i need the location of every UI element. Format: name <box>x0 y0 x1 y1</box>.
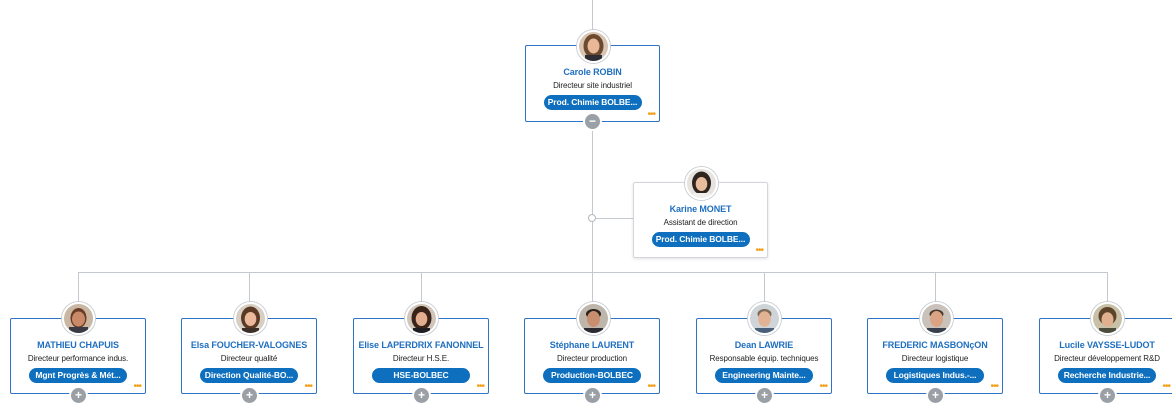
person-title: Directeur site industriel <box>553 81 632 90</box>
more-options-icon[interactable]: ••• <box>647 109 655 120</box>
person-name[interactable]: Carole ROBIN <box>563 67 622 77</box>
person-name[interactable]: Elise LAPERDRIX FANONNEL <box>358 340 484 350</box>
expand-button[interactable]: + <box>928 388 943 403</box>
more-options-icon[interactable]: ••• <box>755 245 763 256</box>
expand-button[interactable]: + <box>414 388 429 403</box>
person-name[interactable]: Dean LAWRIE <box>734 340 794 350</box>
assistant-junction <box>588 214 596 222</box>
person-title: Directeur H.S.E. <box>392 354 450 363</box>
department-badge[interactable]: Production-BOLBEC <box>543 368 641 383</box>
more-options-icon[interactable]: ••• <box>476 381 484 392</box>
department-badge[interactable]: Mgnt Progrès & Mét... <box>29 368 127 383</box>
person-name[interactable]: MATHIEU CHAPUIS <box>37 340 119 350</box>
department-badge[interactable]: Logistiques Indus.-... <box>886 368 984 383</box>
person-title: Assistant de direction <box>663 218 738 227</box>
more-options-icon[interactable]: ••• <box>304 381 312 392</box>
connector-top <box>592 0 593 46</box>
department-badge[interactable]: Prod. Chimie BOLBE... <box>543 95 642 110</box>
more-options-icon[interactable]: ••• <box>990 381 998 392</box>
avatar <box>577 30 610 63</box>
connector-drop <box>249 272 250 318</box>
department-badge[interactable]: Direction Qualité-BO... <box>200 368 298 383</box>
person-name[interactable]: Karine MONET <box>669 204 732 214</box>
person-title: Directeur développement R&D <box>1054 354 1160 363</box>
avatar <box>685 167 718 200</box>
connector-drop <box>1107 272 1108 318</box>
person-name[interactable]: FREDERIC MASBONçON <box>882 340 988 350</box>
person-title: Responsable équip. techniques <box>709 354 819 363</box>
connector-drop <box>935 272 936 318</box>
connector-root-down <box>592 129 593 272</box>
person-title: Directeur performance indus. <box>27 354 129 363</box>
connector-drop <box>764 272 765 318</box>
avatar <box>748 302 781 335</box>
avatar <box>920 302 953 335</box>
expand-button[interactable]: + <box>71 388 86 403</box>
avatar <box>405 302 438 335</box>
expand-button[interactable]: + <box>757 388 772 403</box>
more-options-icon[interactable]: ••• <box>819 381 827 392</box>
avatar <box>577 302 610 335</box>
department-badge[interactable]: Engineering Mainte... <box>715 368 813 383</box>
expand-button[interactable]: + <box>585 388 600 403</box>
department-badge[interactable]: Prod. Chimie BOLBE... <box>651 232 750 247</box>
person-name[interactable]: Elsa FOUCHER-VALOGNES <box>190 340 308 350</box>
department-badge[interactable]: HSE-BOLBEC <box>372 368 470 383</box>
connector-drop <box>78 272 79 318</box>
avatar <box>234 302 267 335</box>
avatar <box>1091 302 1124 335</box>
department-badge[interactable]: Recherche Industrie... <box>1058 368 1156 383</box>
connector-drop <box>421 272 422 318</box>
person-name[interactable]: Lucile VAYSSE-LUDOT <box>1059 340 1155 350</box>
more-options-icon[interactable]: ••• <box>1162 381 1170 392</box>
collapse-button[interactable]: − <box>585 114 600 129</box>
person-title: Directeur qualité <box>220 354 278 363</box>
person-title: Directeur production <box>556 354 628 363</box>
more-options-icon[interactable]: ••• <box>647 381 655 392</box>
avatar <box>62 302 95 335</box>
expand-button[interactable]: + <box>242 388 257 403</box>
expand-button[interactable]: + <box>1100 388 1115 403</box>
connector-assistant <box>596 218 634 219</box>
more-options-icon[interactable]: ••• <box>133 381 141 392</box>
person-name[interactable]: Stéphane LAURENT <box>549 340 635 350</box>
connector-drop <box>592 272 593 318</box>
person-title: Directeur logistique <box>901 354 969 363</box>
